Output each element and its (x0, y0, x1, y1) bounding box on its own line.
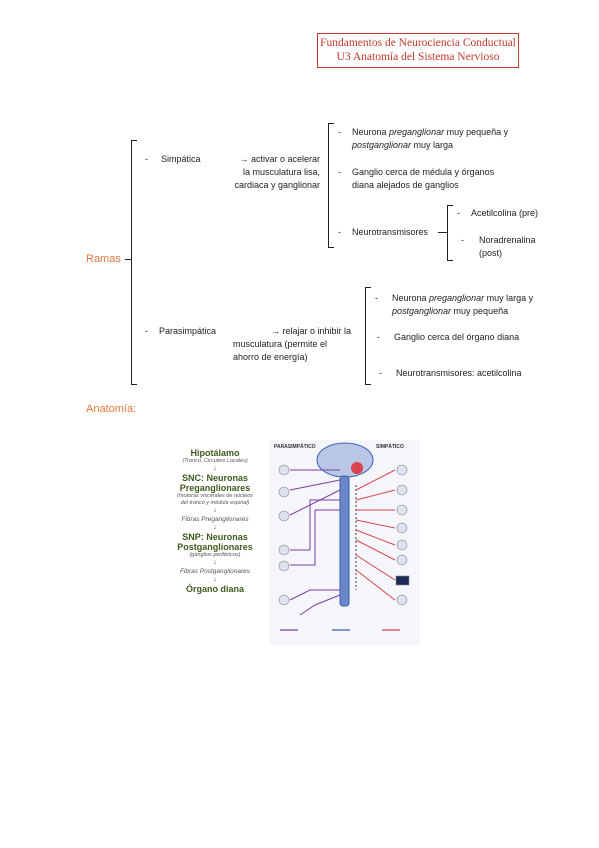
simpatica-nt-brace (447, 205, 453, 261)
simpatica-brace (328, 123, 334, 248)
title-simpatico: SIMPÁTICO (376, 443, 404, 450)
hypothalamus-icon (351, 462, 363, 474)
parasimpatica-description: → relajar o inhibir la musculatura (perm… (233, 326, 351, 362)
flow-snp: SNP: Neuronas (182, 532, 248, 542)
flow-organo-diana: Órgano diana (185, 584, 244, 594)
parasimpatica-neurona: Neurona preganglionar muy larga y postga… (392, 293, 534, 316)
parasympathetic-pathways-icon (289, 469, 341, 616)
organ-icons (278, 464, 410, 606)
unit-title: U3 Anatomía del Sistema Nervioso (336, 51, 500, 63)
simpatica-neurotransmisores: Neurotransmisores (352, 227, 429, 237)
flow-fibras-post: Fibras Postganglionares (179, 568, 251, 575)
hierarchy-flowchart: Hipotálamo (Tronco, Circuitos Locales) ↓… (165, 440, 265, 594)
document-header: Fundamentos de Neurociencia Conductual U… (317, 33, 519, 68)
flow-hipotalamo: Hipotálamo (190, 448, 240, 458)
flow-snc: SNC: Neuronas (181, 473, 248, 483)
sympathetic-pathways-icon (355, 469, 396, 601)
nervous-system-drawing: PARASIMPÁTICO SIMPÁTICO (274, 442, 410, 631)
simpatica-ganglio: Ganglio cerca de médula y órganos diana … (352, 167, 495, 190)
course-title: Fundamentos de Neurociencia Conductual (320, 37, 516, 49)
flow-fibras-pre: Fibras Preganglionares (181, 516, 249, 523)
anatomy-figure: Hipotálamo (Tronco, Circuitos Locales) ↓… (165, 440, 420, 645)
brain-icon (316, 442, 374, 478)
nt-acetilcolina: Acetilcolina (pre) (471, 208, 539, 218)
title-parasimpatico: PARASIMPÁTICO (274, 443, 316, 450)
ramas-label: Ramas (86, 253, 121, 265)
parasimpatica-name: Parasimpática (159, 326, 217, 336)
ramas-connector (125, 259, 131, 260)
autonomic-illustration: PARASIMPÁTICO SIMPÁTICO (270, 440, 420, 645)
anatomia-label: Anatomía: (86, 403, 137, 415)
parasimpatica-neurotransmisores: Neurotransmisores: acetilcolina (396, 368, 522, 378)
parasimpatica-dash: - (145, 326, 148, 336)
simpatica-dash: - (145, 154, 148, 164)
simpatica-neurona: Neurona preganglionar muy pequeña y post… (352, 127, 509, 150)
simpatica-name: Simpática (161, 154, 201, 164)
nt-noradrenalina: Noradrenalina (post) (479, 235, 536, 258)
simpatica-description: → activar o acelerar la musculatura lisa… (234, 154, 320, 190)
parasimpatica-brace (365, 287, 371, 385)
ramas-brace (131, 140, 137, 385)
nt-connector (438, 232, 447, 233)
spinal-cord-icon (339, 475, 350, 607)
parasimpatica-ganglio: Ganglio cerca del órgano diana (394, 332, 520, 342)
